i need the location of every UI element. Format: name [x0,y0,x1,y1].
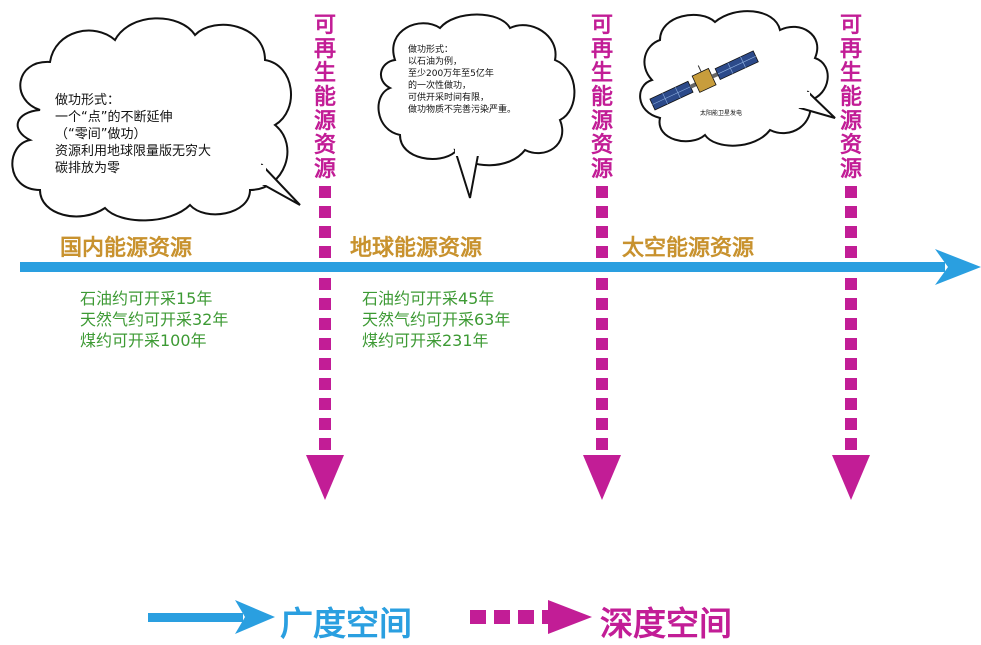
stats-line: 天然气约可开采63年 [362,310,511,329]
renewable-label-3: 可再生能源资源 [839,13,862,182]
stats-line: 煤约可开采100年 [80,331,207,350]
cloud-domestic-line: 做功形式： [55,93,121,108]
stage-label-domestic: 国内能源资源 [60,236,193,261]
renewable-arrow-3 [832,186,870,500]
thought-cloud-earth [377,13,576,199]
cloud-earth-line: 做功形式： [408,45,454,55]
cloud-earth-line: 可供开采时间有限， [408,93,490,103]
cloud-domestic-line: 碳排放为零 [55,161,121,176]
thought-cloud-space [639,10,836,147]
renewable-label-2: 可再生能源资源 [590,13,613,182]
cloud-earth-text: 做功形式： 以石油为例， 至少200万年至5亿年 的一次性做功， 可供开采时间有… [408,44,516,116]
cloud-domestic-line: 一个“点”的不断延伸 [55,110,173,125]
thought-cloud-domestic [11,17,301,222]
stats-line: 天然气约可开采32年 [80,310,229,329]
cloud-space-caption: 太阳能卫星发电 [700,110,743,117]
stats-line: 石油约可开采45年 [362,289,495,308]
legend-breadth-arrow [148,600,275,634]
cloud-earth-line: 以石油为例， [408,57,463,67]
cloud-earth-line: 的一次性做功， [408,81,472,91]
renewable-arrow-2 [583,186,621,500]
legend-breadth-label: 广度空间 [280,604,412,643]
timeline-arrow [20,249,981,285]
stats-earth: 石油约可开采45年 天然气约可开采63年 煤约可开采231年 [362,288,510,351]
stats-domestic: 石油约可开采15年 天然气约可开采32年 煤约可开采100年 [80,288,228,351]
cloud-earth-line: 做功物质不完善污染严重。 [408,105,517,115]
renewable-label-1: 可再生能源资源 [313,13,336,182]
stage-label-earth: 地球能源资源 [350,236,483,261]
legend-depth-arrow [470,600,592,634]
cloud-domestic-text: 做功形式： 一个“点”的不断延伸 （“零间”做功） 资源利用地球限量版无穷大 碳… [55,92,211,177]
legend-depth-label: 深度空间 [600,604,732,643]
stats-line: 煤约可开采231年 [362,331,489,350]
renewable-arrow-1 [306,186,344,500]
stage-label-space: 太空能源资源 [622,236,755,261]
cloud-earth-line: 至少200万年至5亿年 [408,69,494,79]
cloud-domestic-line: 资源利用地球限量版无穷大 [55,144,212,159]
stats-line: 石油约可开采15年 [80,289,213,308]
satellite-illustration [649,50,759,111]
cloud-domestic-line: （“零间”做功） [55,127,147,142]
